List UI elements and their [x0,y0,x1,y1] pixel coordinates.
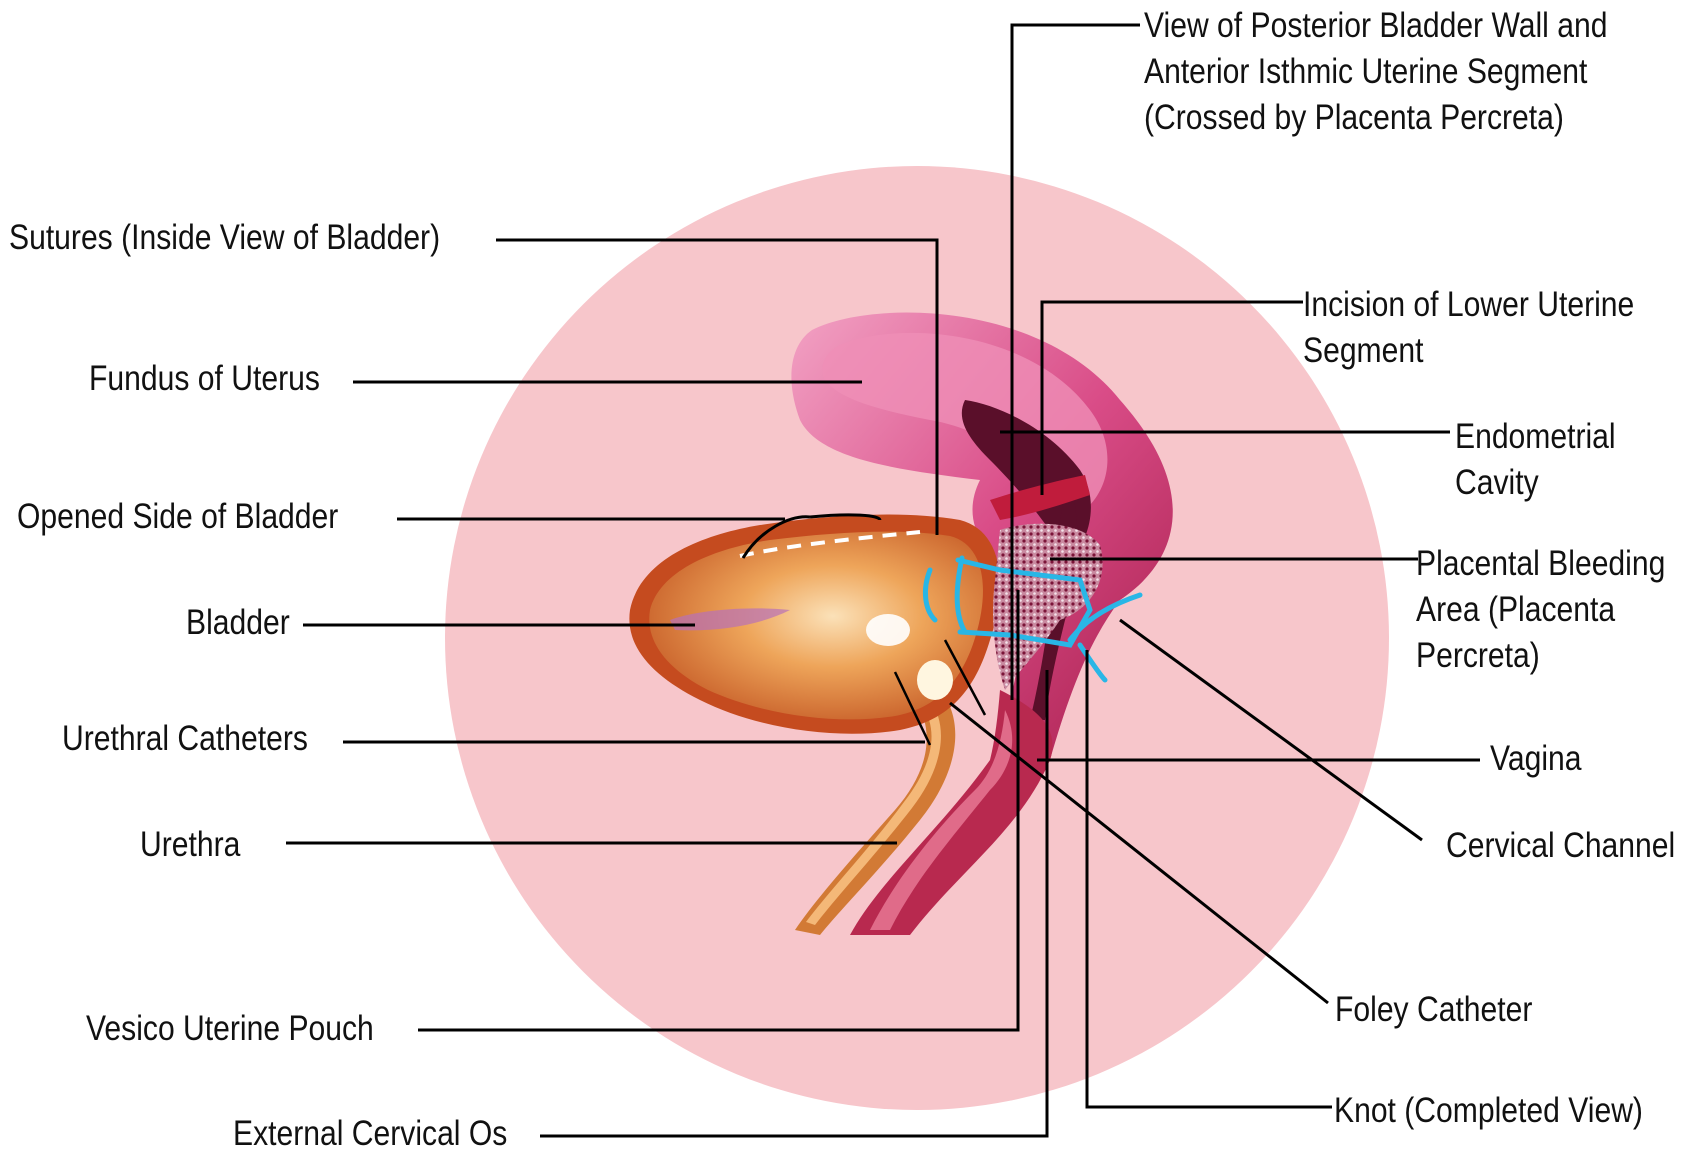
label-endometrial-cavity: Endometrial Cavity [1455,414,1616,506]
label-sutures: Sutures (Inside View of Bladder) [9,215,440,261]
label-urethra: Urethra [140,822,240,868]
label-fundus-of-uterus: Fundus of Uterus [89,356,320,402]
label-urethral-catheters: Urethral Catheters [62,716,308,762]
label-posterior-bladder-wall: View of Posterior Bladder Wall and Anter… [1144,3,1607,141]
label-opened-side-of-bladder: Opened Side of Bladder [17,494,338,540]
label-incision-lower-uterine-segment: Incision of Lower Uterine Segment [1303,282,1634,374]
label-cervical-channel: Cervical Channel [1446,823,1675,869]
label-vesico-uterine-pouch: Vesico Uterine Pouch [86,1006,374,1052]
label-external-cervical-os: External Cervical Os [233,1111,507,1157]
label-knot: Knot (Completed View) [1334,1088,1643,1134]
label-foley-catheter: Foley Catheter [1335,987,1532,1033]
label-bladder: Bladder [186,600,290,646]
label-vagina: Vagina [1490,736,1581,782]
label-placental-bleeding-area: Placental Bleeding Area (Placenta Percre… [1416,541,1665,679]
